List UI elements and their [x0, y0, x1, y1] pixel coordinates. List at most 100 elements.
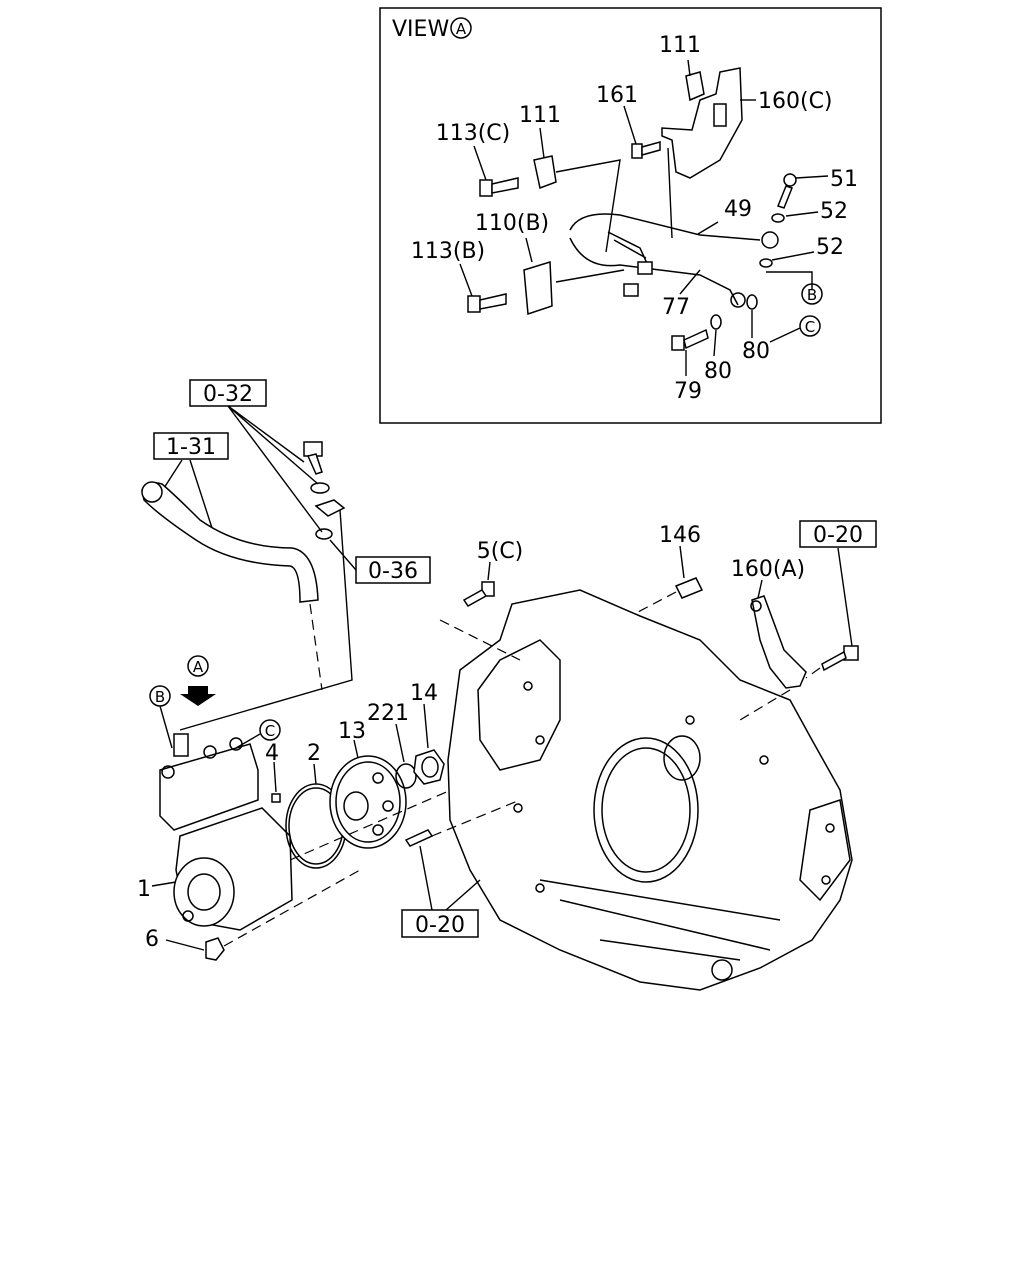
pipe-49-77	[569, 213, 761, 306]
bolt-5c-head	[481, 581, 495, 597]
assy-line-2	[555, 269, 625, 283]
leader-161	[623, 105, 637, 145]
leader-80a	[713, 329, 717, 357]
housing-opening-left	[477, 639, 561, 771]
leader-5c	[487, 561, 491, 581]
view-a-title: VIEW	[392, 17, 449, 42]
bolt-113b-shank	[479, 293, 507, 310]
bolt-0-32-head	[303, 441, 323, 457]
housing-ribs	[539, 879, 781, 961]
washer-80-a	[710, 314, 722, 330]
compressor-hub	[187, 873, 221, 911]
callout-110b: 110(B)	[475, 211, 549, 236]
leader-13	[353, 739, 359, 759]
ref-b-circle	[801, 283, 823, 305]
ref-box-0-20-top	[799, 520, 877, 548]
leader-0-32	[227, 405, 323, 533]
callout-13: 13	[338, 719, 366, 744]
leader-0-20-top	[837, 547, 853, 647]
ref-box-1-31	[153, 432, 229, 460]
leader-1	[151, 881, 177, 887]
clip-111-mid	[533, 155, 557, 190]
bracket-160a-hole	[750, 600, 762, 612]
ref-0-36: 0-36	[368, 559, 418, 584]
leader-49	[697, 221, 719, 235]
assy-line-1	[555, 159, 621, 253]
callout-111-top: 111	[659, 33, 701, 58]
ref-c-marker: C	[265, 722, 275, 740]
housing-bolt-4	[535, 883, 545, 893]
view-a-detail: VIEW A	[379, 7, 882, 424]
bolt-0-32-shank	[306, 453, 323, 475]
bolt-0-20-shank	[821, 650, 847, 672]
nut-6	[205, 937, 225, 961]
washer-0-32-b	[315, 528, 333, 540]
compressor-bolt-hole-3	[161, 765, 175, 779]
compressor-stud	[182, 910, 194, 922]
leader-111-top	[687, 59, 691, 77]
ref-b-marker: B	[155, 688, 165, 706]
flywheel-housing	[447, 589, 853, 991]
callout-221: 221	[367, 701, 409, 726]
assy-line-0-20	[805, 667, 821, 679]
gear-hole-3	[372, 824, 384, 836]
leader-110b	[525, 237, 533, 263]
pipe-bolt-a	[637, 261, 653, 275]
view-a-frame	[379, 7, 882, 424]
compressor-bolt-hole-1	[203, 745, 217, 759]
fitting-146	[674, 577, 704, 599]
washer-221	[395, 763, 417, 789]
callout-113b: 113(B)	[411, 239, 485, 264]
callout-160c: 160(C)	[758, 89, 833, 114]
housing-side-flange	[799, 799, 851, 902]
callout-146: 146	[659, 523, 701, 548]
nut-14-bore	[421, 756, 439, 778]
housing-bolt-2	[535, 735, 545, 745]
bolt-161-shank	[641, 141, 661, 156]
leader-14	[423, 703, 429, 749]
bolt-113c-shank	[491, 177, 519, 194]
ref-c-label: C	[805, 318, 815, 336]
bolt-161-head	[631, 143, 643, 159]
assy-line-146	[637, 591, 677, 613]
ref-box-0-32	[189, 379, 267, 407]
view-a-letter-circle	[450, 17, 472, 39]
gear-hole-2	[382, 800, 394, 812]
leader-146	[679, 545, 685, 579]
gear-bore	[343, 791, 369, 821]
ref-0-32: 0-32	[203, 382, 253, 407]
callout-160a: 160(A)	[731, 557, 805, 582]
housing-boss	[711, 959, 733, 981]
hose-fitting	[141, 481, 163, 503]
callout-49: 49	[724, 197, 752, 222]
leader-52b	[771, 251, 815, 261]
bolt-51-head	[783, 173, 797, 187]
ref-box-0-36	[355, 556, 431, 584]
callout-2: 2	[307, 741, 321, 766]
callout-14: 14	[410, 681, 438, 706]
bolt-79-head	[671, 335, 685, 351]
washer-0-32-a	[310, 482, 330, 494]
callout-80b: 80	[742, 339, 770, 364]
key-4	[271, 793, 281, 803]
bolt-113b-head	[467, 295, 481, 313]
leader-c	[235, 733, 261, 749]
housing-bore	[593, 737, 699, 883]
bracket-slot	[713, 103, 727, 127]
leader-77	[679, 269, 701, 295]
callout-111-mid: 111	[519, 103, 561, 128]
compressor-bolt-hole-2	[229, 737, 243, 751]
dowel-pin	[404, 829, 434, 847]
ref-0-20-bottom: 0-20	[415, 913, 465, 938]
banjo-end-2	[730, 292, 746, 308]
leader-6	[165, 939, 205, 951]
gear-13	[329, 755, 407, 849]
bolt-79-shank	[683, 328, 709, 350]
assy-line-hose	[179, 509, 353, 731]
ref-b-label: B	[807, 286, 817, 304]
view-a-marker: A	[193, 658, 204, 676]
callout-52a: 52	[820, 199, 848, 224]
ref-box-0-20-bottom	[401, 909, 479, 938]
housing-bolt-6	[759, 755, 769, 765]
